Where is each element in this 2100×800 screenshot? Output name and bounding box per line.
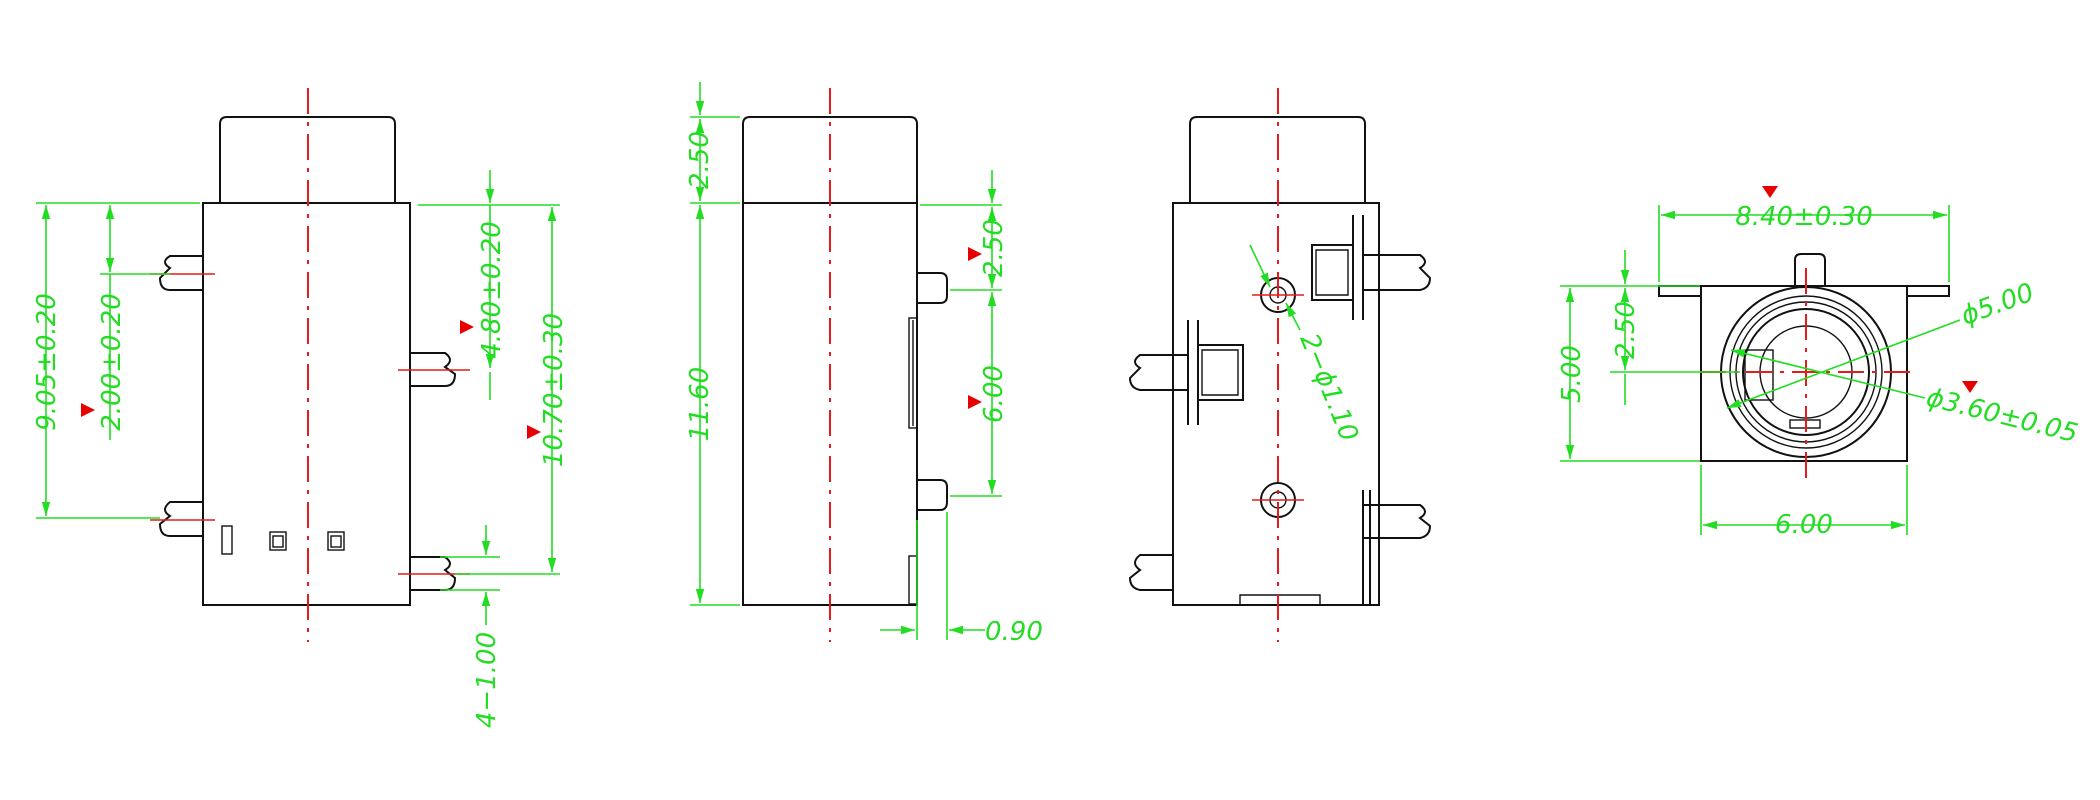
end-marker-2 [1962, 381, 1978, 393]
end-top-tab [1794, 253, 1826, 286]
rear-latch-top [1311, 215, 1364, 320]
rear-latch-top-inner [1315, 249, 1349, 296]
side-marker-2 [968, 395, 982, 409]
rear-latch-left [1187, 320, 1244, 425]
side-dim-a: 2.50 [685, 131, 715, 189]
front-dim-b: 2.00±0.20 [97, 293, 127, 431]
rear-latch-left-inner [1201, 349, 1239, 396]
front-dim-e: 4−1.00 [472, 632, 502, 728]
end-dim-b: ϕ5.00 [1957, 278, 2038, 332]
rear-body [1172, 202, 1380, 606]
side-dim-e: 0.90 [985, 617, 1043, 647]
end-contact [1744, 349, 1774, 401]
rear-pin-top-right [1363, 254, 1432, 291]
side-dim-b: 11.60 [685, 367, 715, 441]
side-rib [908, 317, 918, 429]
rear-leader [1249, 244, 1271, 288]
rear-pin-left [1128, 354, 1188, 391]
side-dim-c: 2.50 [979, 219, 1009, 277]
end-ring-4 [1742, 308, 1870, 436]
front-body [202, 202, 411, 606]
rear-view: 2−ϕ1.10 [1128, 88, 1432, 642]
side-marker-1 [968, 247, 982, 261]
side-boss-top [917, 272, 948, 304]
end-dim-a: 8.40±0.30 [1735, 202, 1873, 232]
front-marker-2 [460, 320, 474, 334]
front-dim-a: 9.05±0.20 [32, 293, 62, 431]
front-view: 9.05±0.20 2.00±0.20 4.80±0.20 10.70±0.30… [32, 88, 569, 728]
end-dim-d: 5.00 [1557, 345, 1587, 403]
front-slot-3-inner [330, 535, 342, 548]
front-pin-top-left [158, 255, 203, 291]
side-boss-bottom [917, 479, 948, 511]
side-dim-d: 6.00 [979, 365, 1009, 423]
rear-pin-bottom-left [1128, 554, 1173, 591]
front-marker-1 [81, 403, 95, 417]
front-slot-3 [327, 531, 345, 551]
front-pin-bottom-left [158, 501, 203, 537]
front-slot-1 [221, 525, 233, 555]
rear-bottom-notch [1239, 594, 1321, 605]
front-slot-2 [269, 531, 287, 551]
front-dim-d: 10.70±0.30 [539, 313, 569, 467]
front-marker-3 [527, 425, 541, 439]
end-leader-phi5 [1726, 319, 1961, 409]
end-leader-phi36 [1730, 349, 1926, 399]
end-dim-f: 6.00 [1775, 510, 1833, 540]
front-slot-2-inner [272, 535, 284, 548]
rear-latch-bottom [1362, 490, 1432, 605]
front-dim-c: 4.80±0.20 [477, 221, 507, 359]
end-dim-e: 2.50 [1611, 301, 1641, 359]
rear-leader-2 [1285, 302, 1301, 331]
end-dim-c: ϕ3.60±0.05 [1923, 383, 2080, 450]
side-view: 2.50 11.60 2.50 6.00 0.90 [685, 82, 1043, 647]
end-marker-1 [1762, 186, 1778, 198]
end-view: 8.40±0.30 ϕ5.00 ϕ3.60±0.05 5.00 2.50 6.0… [1557, 186, 2081, 540]
